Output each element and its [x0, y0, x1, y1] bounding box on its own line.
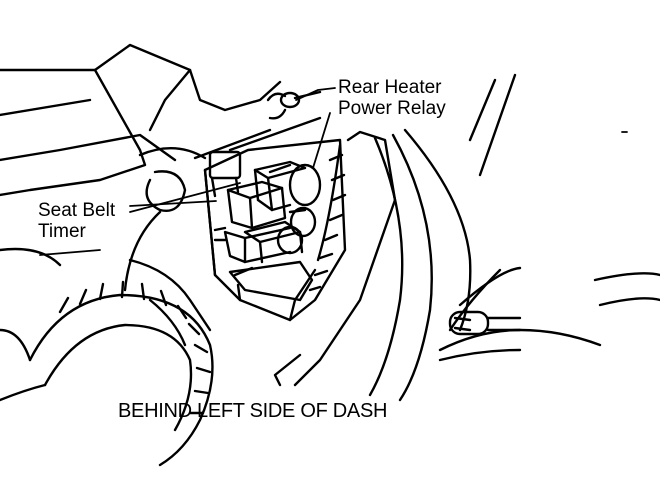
seat-belt-timer-label-line-1: Seat Belt	[38, 200, 116, 221]
leader-lines	[129, 87, 336, 213]
door-handle	[448, 266, 522, 336]
relay-bracket	[203, 138, 347, 322]
rear-heater-relay-label-line-1: Rear Heater	[338, 77, 442, 98]
rear-heater-relay-label-line-2: Power Relay	[338, 98, 446, 119]
door-frame	[368, 73, 660, 402]
steering-wheel	[0, 280, 214, 467]
rear-heater-relay-label: Rear Heater Power Relay	[338, 77, 446, 119]
mount-fastener	[193, 90, 322, 160]
lower-relay	[213, 206, 317, 264]
seat-belt-timer-label-line-2: Timer	[38, 221, 86, 242]
misc-detail	[39, 131, 628, 256]
rear-heater-power-relay	[253, 160, 322, 212]
diagram-caption: BEHIND LEFT SIDE OF DASH	[118, 400, 388, 422]
seat-belt-timer-label: Seat Belt Timer	[38, 200, 115, 242]
dash-panel-upper-left	[0, 43, 282, 292]
steering-column	[0, 247, 212, 347]
dash-side-trim	[273, 130, 397, 387]
